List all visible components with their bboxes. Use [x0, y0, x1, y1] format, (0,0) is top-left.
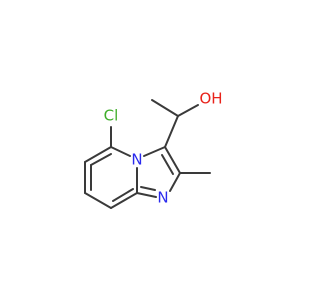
- imidazole-ring: [136, 146, 181, 198]
- bond-c3-ethanol: [164, 115, 179, 148]
- bond-c8-c8a: [110, 192, 138, 209]
- chlorine-label: Cl: [104, 107, 119, 125]
- bond-ethanol-oh: [177, 104, 199, 117]
- bond-c3-c2: [164, 146, 181, 174]
- pyridine-ring: [84, 146, 138, 209]
- bond-n4-c3: [143, 146, 166, 157]
- bond-c8-c8a-double: [112, 188, 134, 202]
- bond-n4-c5: [110, 146, 131, 157]
- ring-nitrogen-label: N: [157, 189, 168, 207]
- bridgehead-nitrogen-label: N: [131, 151, 142, 169]
- bond-n1-c8a: [136, 192, 157, 198]
- bond-ethanol-methyl: [151, 99, 179, 117]
- hydroxyl-label: OH: [199, 90, 222, 108]
- bond-c7-c8: [84, 192, 112, 209]
- bond-c5-c6-double: [90, 153, 112, 166]
- molecule-structure: Cl N N OH: [84, 90, 223, 209]
- bond-c3-c2-double: [161, 154, 174, 175]
- bond-c2-n1: [169, 172, 181, 192]
- bond-c5-c6: [84, 146, 112, 163]
- bond-n1-c8a-double: [140, 186, 156, 191]
- substituents: [110, 99, 211, 174]
